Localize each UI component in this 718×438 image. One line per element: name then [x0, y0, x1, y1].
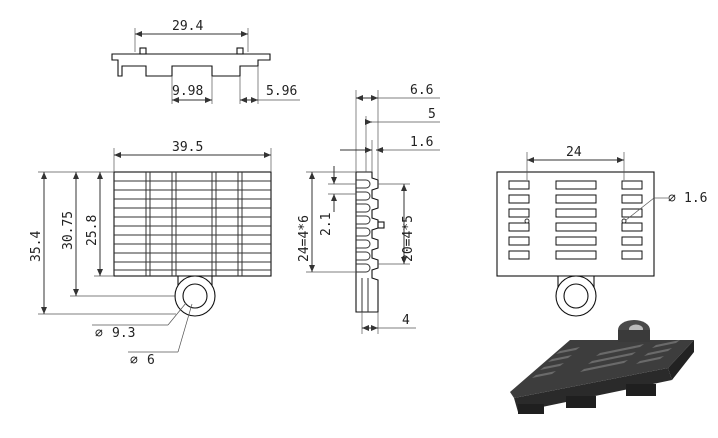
dim-back-pin: 1.6: [684, 191, 707, 206]
dim-top-right-gap: 5.96: [266, 84, 297, 99]
front-ribs: [114, 180, 271, 271]
dim-side-d3: 1.6: [410, 135, 433, 150]
back-slots-right: [621, 180, 643, 260]
dim-front-h3: 25.8: [85, 215, 100, 246]
dim-side-d2: 5: [428, 107, 436, 122]
front-ring-inner: [182, 283, 208, 309]
side-teeth: [356, 179, 371, 273]
dim-back-width: 24: [566, 145, 582, 160]
back-ring-inner: [563, 283, 589, 309]
dim-front-hole-outer: 9.3: [112, 326, 135, 341]
top-pin-left: [139, 47, 147, 55]
dim-front-h1: 35.4: [29, 231, 44, 262]
dim-front-h2: 30.75: [61, 211, 76, 250]
dim-front-hole-inner: 6: [147, 353, 155, 368]
dim-top-width: 29.4: [172, 19, 203, 34]
dim-front-hole-inner-symbol: ⌀: [130, 353, 138, 368]
top-view-profile: [111, 53, 271, 77]
dim-side-pitch-right: 20=4*5: [401, 215, 416, 262]
side-view: 6.6 5 1.6 4 24=4*6 2.1 20=4*5: [297, 83, 440, 334]
iso-feet: [518, 384, 656, 414]
front-view: 39.5 35.4 30.75 25.8 ⌀ 9.3 ⌀ 6: [29, 140, 272, 368]
dim-front-width: 39.5: [172, 140, 203, 155]
back-slots-left: [508, 180, 530, 260]
back-slots-center: [555, 180, 597, 260]
dim-side-d4: 4: [402, 313, 410, 328]
top-pin-right: [236, 47, 244, 55]
iso-body-side: [514, 368, 672, 412]
dim-side-pitch-left: 24=4*6: [297, 215, 312, 262]
front-plate: [113, 171, 272, 277]
side-profile: [355, 171, 379, 313]
isometric-view: [510, 320, 694, 414]
iso-slots: [532, 340, 680, 378]
dim-side-d1: 6.6: [410, 83, 433, 98]
front-columns: [145, 172, 243, 276]
top-view: 29.4 9.98 5.96: [111, 19, 300, 104]
dim-side-small: 2.1: [319, 213, 334, 236]
dim-back-pin-symbol: ⌀: [668, 191, 676, 206]
back-view: 24 ⌀ 1.6: [496, 145, 707, 317]
iso-body-right: [668, 340, 694, 380]
dim-top-left-gap: 9.98: [172, 84, 203, 99]
dim-front-hole-outer-symbol: ⌀: [95, 326, 103, 341]
